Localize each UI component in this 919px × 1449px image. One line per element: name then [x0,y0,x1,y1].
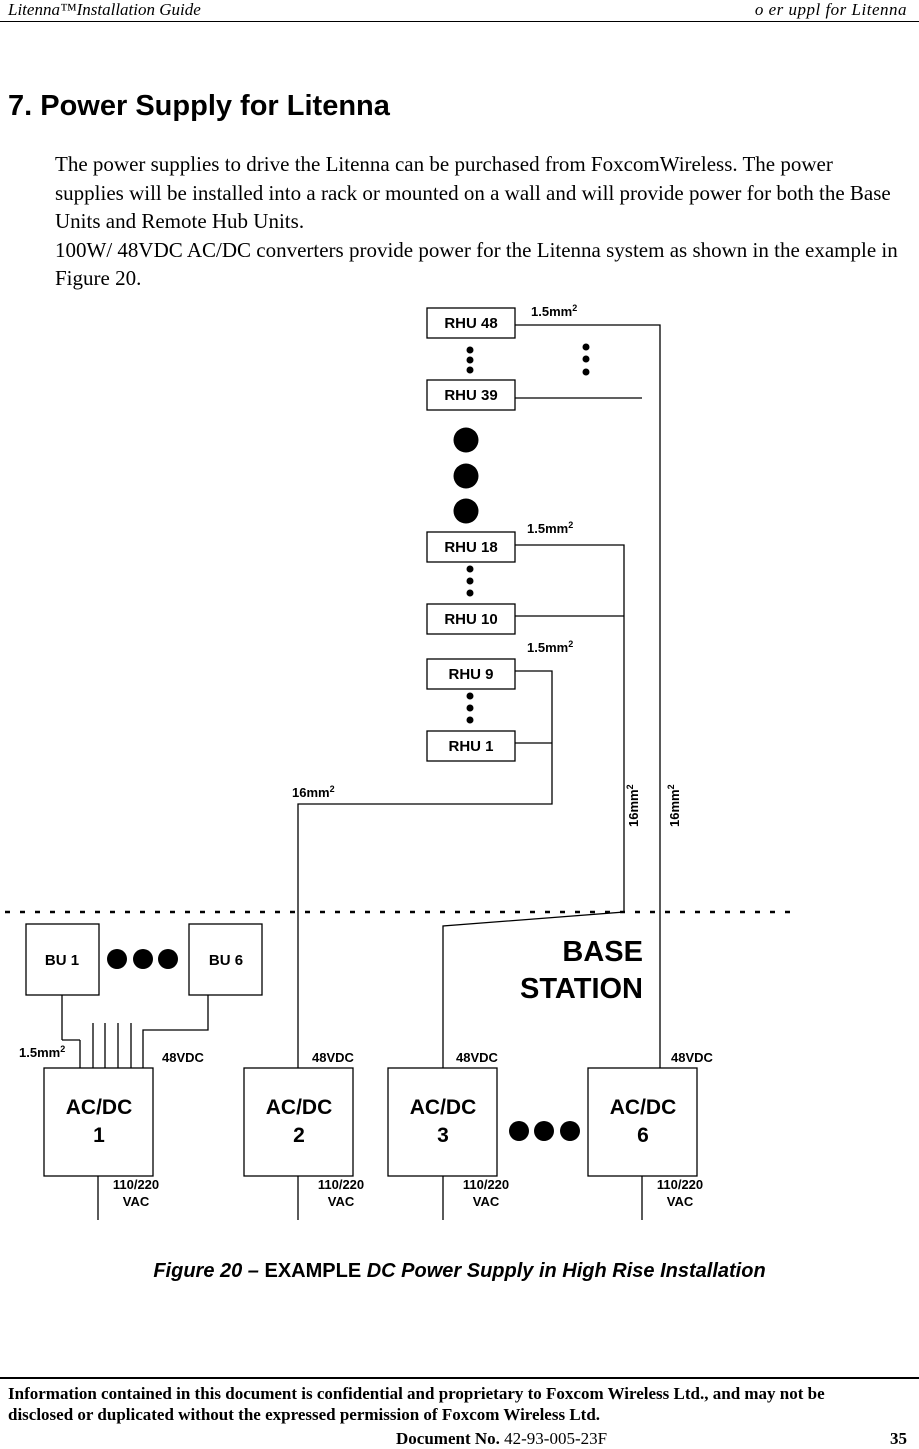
continuation-dot [466,366,474,374]
caption-suffix: DC Power Supply in High Rise Installatio… [361,1260,766,1282]
rhu-box [426,307,516,339]
ac-input-label: 110/220 [318,1177,364,1192]
document-number-label: Document No. [396,1429,500,1448]
large-continuation-dot [453,498,479,524]
acdc-continuation-dot [560,1121,580,1141]
acdc-label: AC/DC [610,1096,677,1119]
acdc-number: 6 [637,1124,649,1147]
continuation-dot [466,716,474,724]
rhu-label: RHU 9 [448,666,493,683]
bu-label: BU 1 [45,952,79,969]
continuation-dot [582,343,590,351]
continuation-dot [466,346,474,354]
acdc-continuation-dot [534,1121,554,1141]
wire-rhu48-feed [515,324,661,1068]
bu-continuation-dot [158,949,178,969]
acdc-label: AC/DC [66,1096,133,1119]
document-number-value: 42-93-005-23F [499,1429,608,1448]
page-number: 35 [890,1429,907,1448]
acdc-box [43,1067,154,1177]
acdc-continuation-dot [509,1121,529,1141]
continuation-dot [466,692,474,700]
wire-gauge-label: 1.5mm2 [527,520,573,536]
continuation-dot [466,704,474,712]
paragraph: 100W/ 48VDC AC/DC converters provide pow… [55,237,898,291]
section-body: The power supplies to drive the Litenna … [55,150,905,293]
large-continuation-dot [453,463,479,489]
ac-input-label: VAC [123,1194,150,1209]
rhu-box [426,730,516,762]
wire-gauge-label: 16mm2 [666,784,682,827]
ac-input-label: 110/220 [113,1177,159,1192]
rhu-label: RHU 1 [448,738,493,755]
bu-continuation-dot [133,949,153,969]
caption-prefix: Figure 20 – [153,1260,265,1282]
header-rule [0,21,919,22]
paragraph: The power supplies to drive the Litenna … [55,152,891,233]
dc-output-label: 48VDC [456,1050,499,1065]
continuation-dot [466,565,474,573]
rhu-box [426,379,516,411]
acdc-box [387,1067,498,1177]
wire-gauge-label: 1.5mm2 [527,639,573,655]
acdc-box [243,1067,354,1177]
rhu-label: RHU 48 [444,315,497,332]
base-station-label: BASE [562,936,643,968]
caption-emphasis: EXAMPLE [264,1260,362,1282]
rhu-label: RHU 18 [444,539,497,556]
continuation-dot [466,589,474,597]
large-continuation-dot [453,427,479,453]
rhu-box [426,658,516,690]
dc-output-label: 48VDC [671,1050,714,1065]
dc-output-label: 48VDC [312,1050,355,1065]
continuation-dot [466,577,474,585]
dc-output-label: 48VDC [162,1050,205,1065]
continuation-dot [582,368,590,376]
section-title: 7. Power Supply for Litenna [8,90,390,122]
wire-gauge-label: 16mm2 [625,784,641,827]
confidentiality-notice: Information contained in this document i… [8,1384,825,1424]
bu-box [188,923,263,996]
footer-rule [0,1377,919,1379]
continuation-dot [582,355,590,363]
acdc-label: AC/DC [410,1096,477,1119]
ac-input-label: VAC [328,1194,355,1209]
header-section-title: o er uppl for Litenna [754,0,907,19]
wire-gauge-label: 1.5mm2 [19,1044,65,1060]
bu-label: BU 6 [209,952,243,969]
continuation-dot [466,356,474,364]
acdc-number: 1 [93,1124,105,1147]
wire-rhu9-feed [297,670,553,1068]
rhu-box [426,603,516,635]
acdc-number: 2 [293,1124,305,1147]
wire-bu6 [142,995,209,1068]
base-station-label: STATION [520,973,643,1005]
acdc-number: 3 [437,1124,449,1147]
ac-input-label: VAC [473,1194,500,1209]
acdc-label: AC/DC [266,1096,333,1119]
rhu-label: RHU 39 [444,387,497,404]
ac-input-label: VAC [667,1194,694,1209]
ac-input-label: 110/220 [463,1177,509,1192]
acdc-box [587,1067,698,1177]
wire-gauge-label: 16mm2 [292,784,335,800]
document-number: Document No. 42-93-005-23F [396,1429,607,1449]
rhu-box [426,531,516,563]
wire-gauge-label: 1.5mm2 [531,303,577,319]
bu-continuation-dot [107,949,127,969]
header-document-title: Litenna™Installation Guide [8,0,201,19]
ac-input-label: 110/220 [657,1177,703,1192]
rhu-label: RHU 10 [444,611,497,628]
figure-caption: Figure 20 – EXAMPLE DC Power Supply in H… [0,1260,919,1283]
